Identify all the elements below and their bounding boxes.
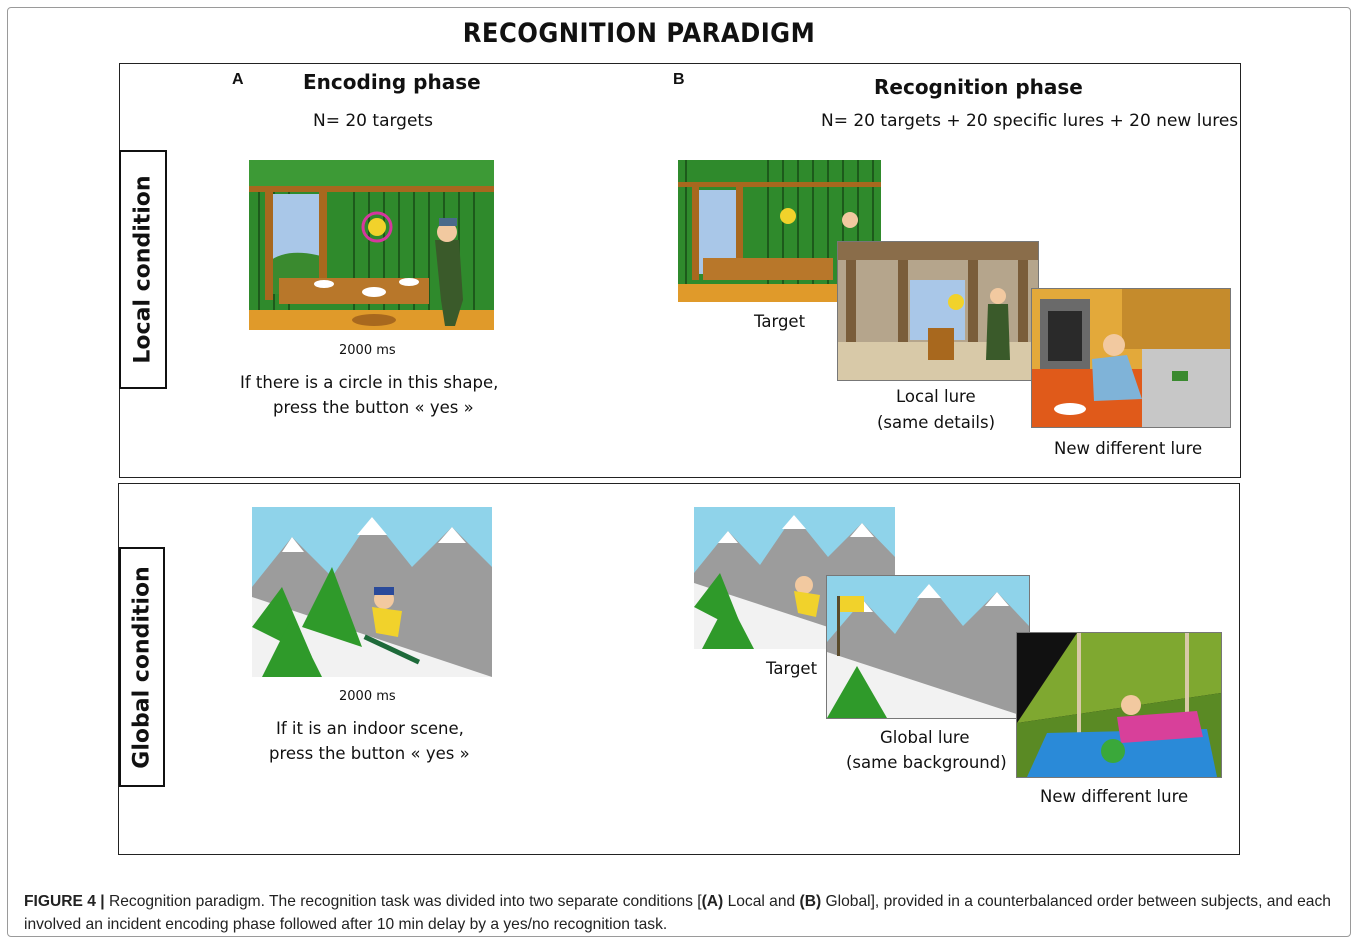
local-condition-label: Local condition (119, 150, 167, 389)
caption-label: FIGURE 4 | (24, 893, 105, 910)
caption-text-3: Global], provided in a counterbalanced o… (24, 893, 1331, 933)
local-lure-image (837, 241, 1039, 381)
local-lure-label-line2: (same details) (877, 413, 996, 432)
figure-caption: FIGURE 4 | Recognition paradigm. The rec… (24, 890, 1334, 936)
panel-a-letter: A (232, 71, 244, 88)
encoding-skier-image (252, 507, 492, 677)
recognition-count: N= 20 targets + 20 specific lures + 20 n… (821, 111, 1239, 131)
local-duration: 2000 ms (339, 343, 396, 358)
global-duration: 2000 ms (339, 689, 396, 704)
recognition-phase-heading: Recognition phase (874, 75, 1083, 99)
panel-b-letter: B (673, 71, 685, 88)
local-lure-label-line1: Local lure (896, 387, 976, 406)
figure-frame (7, 7, 1351, 937)
caption-ref-b: (B) (799, 893, 822, 910)
encoding-phase-heading: Encoding phase (303, 70, 481, 94)
local-new-lure-image (1031, 288, 1231, 428)
global-lure-label-line2: (same background) (846, 753, 1007, 772)
global-lure-label-line1: Global lure (880, 728, 970, 747)
local-instruction-line2: press the button « yes » (273, 398, 474, 417)
global-condition-text: Global condition (129, 565, 155, 769)
global-instruction-line1: If it is an indoor scene, (276, 719, 464, 738)
global-target-label: Target (766, 659, 818, 678)
global-condition-label: Global condition (119, 547, 165, 787)
caption-text-1: Recognition paradigm. The recognition ta… (104, 893, 702, 910)
figure-title: RECOGNITION PARADIGM (462, 18, 816, 49)
global-instruction-line2: press the button « yes » (269, 744, 470, 763)
global-new-lure-label: New different lure (1040, 787, 1189, 806)
local-target-label: Target (754, 312, 806, 331)
caption-text-2: Local and (723, 893, 800, 910)
encoding-count: N= 20 targets (313, 111, 433, 131)
global-lure-image (826, 575, 1030, 719)
global-new-lure-image (1016, 632, 1222, 778)
local-target-image (678, 160, 881, 302)
local-new-lure-label: New different lure (1054, 439, 1203, 458)
local-instruction-line1: If there is a circle in this shape, (240, 373, 499, 392)
encoding-cabin-image (249, 160, 494, 330)
local-condition-text: Local condition (130, 175, 156, 364)
caption-ref-a: (A) (701, 893, 724, 910)
